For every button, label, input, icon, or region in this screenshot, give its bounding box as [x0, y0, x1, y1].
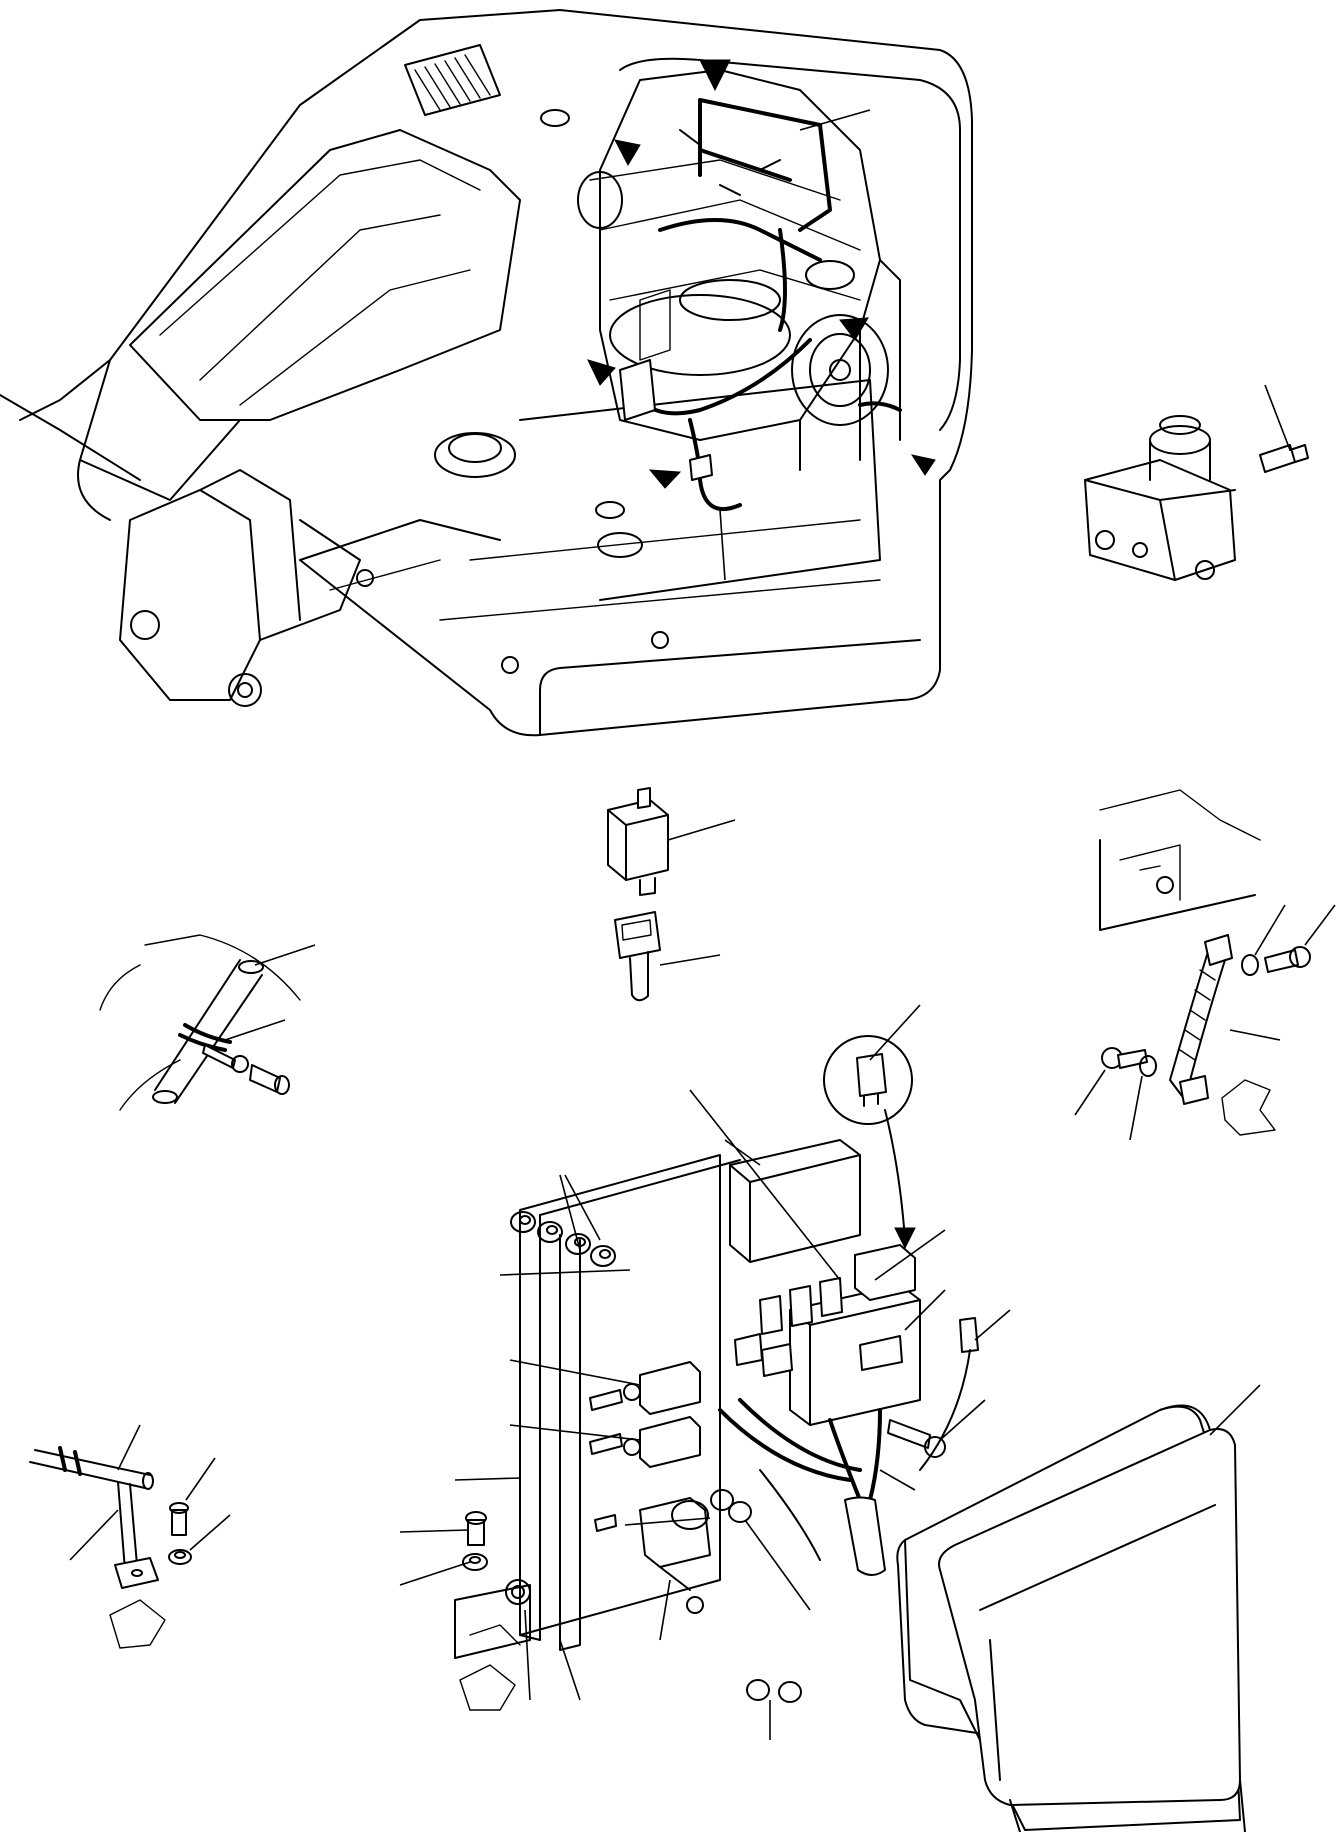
- washers-top: [510, 1211, 616, 1267]
- vent-grille: [404, 44, 501, 116]
- ground-strap: [1074, 789, 1336, 1141]
- relay-connector: [607, 787, 736, 1002]
- engine-block: [577, 69, 901, 471]
- callout-arrows: [587, 59, 936, 489]
- fuse-relay-box: [399, 1004, 1011, 1740]
- pipe-bracket: [29, 1424, 231, 1649]
- pressure-switch: [1084, 384, 1309, 581]
- machine-overview: [0, 9, 973, 737]
- boom-bracket: [0, 394, 501, 707]
- hose-clamp: [99, 934, 316, 1111]
- controller-unit: [896, 1384, 1261, 1832]
- wiring-harness: [638, 98, 902, 511]
